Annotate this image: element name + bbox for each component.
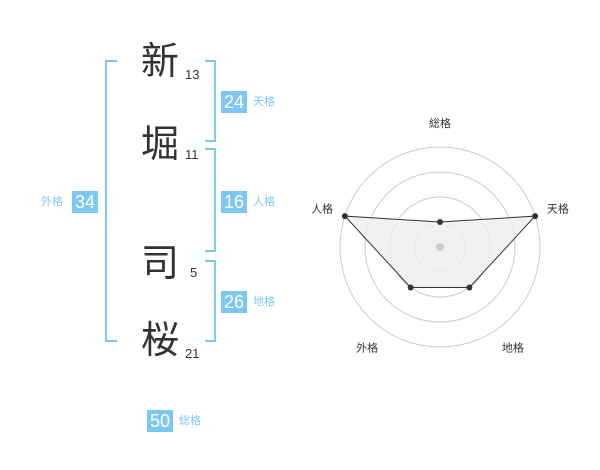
name-char-3: 司 xyxy=(141,241,180,285)
radar-axis-label-1: 総格 xyxy=(429,116,451,130)
jinkaku-value: 16 xyxy=(221,191,247,213)
gaikaku-bracket xyxy=(105,60,117,342)
chikaku-value: 26 xyxy=(221,291,247,313)
chikaku-bracket xyxy=(205,260,216,342)
name-char-1: 新 xyxy=(141,39,180,83)
radar-point-1 xyxy=(437,219,443,225)
chikaku-label: 地格 xyxy=(253,295,275,308)
name-char-2: 堀 xyxy=(141,122,180,166)
soukaku-label: 総格 xyxy=(179,414,201,427)
radar-center-dot xyxy=(436,243,444,251)
soukaku-value: 50 xyxy=(147,410,173,432)
radar-point-2 xyxy=(532,213,539,220)
name-char-4: 桜 xyxy=(141,318,180,362)
tenkaku-bracket xyxy=(205,60,216,142)
radar-axis-label-2: 天格 xyxy=(547,202,569,216)
radar-point-5 xyxy=(341,213,348,220)
gaikaku-label: 外格 xyxy=(41,195,63,208)
radar-ring-4 xyxy=(339,146,541,348)
radar-point-4 xyxy=(407,284,414,291)
stroke-count-4: 21 xyxy=(185,346,200,361)
gaikaku-value: 34 xyxy=(72,191,98,213)
jinkaku-bracket xyxy=(205,148,216,252)
radar-axis-label-3: 地格 xyxy=(502,340,524,354)
radar-ring-3 xyxy=(364,171,516,323)
tenkaku-label: 天格 xyxy=(253,95,275,108)
radar-data-polygon xyxy=(343,215,537,288)
stroke-count-2: 11 xyxy=(185,147,199,162)
stroke-count-3: 5 xyxy=(190,265,198,280)
jinkaku-label: 人格 xyxy=(253,195,275,208)
radar-axis-label-5: 人格 xyxy=(311,202,333,216)
tenkaku-value: 24 xyxy=(221,91,247,113)
stroke-count-1: 13 xyxy=(185,67,200,82)
radar-point-3 xyxy=(466,284,473,291)
radar-axis-label-4: 外格 xyxy=(356,340,378,354)
